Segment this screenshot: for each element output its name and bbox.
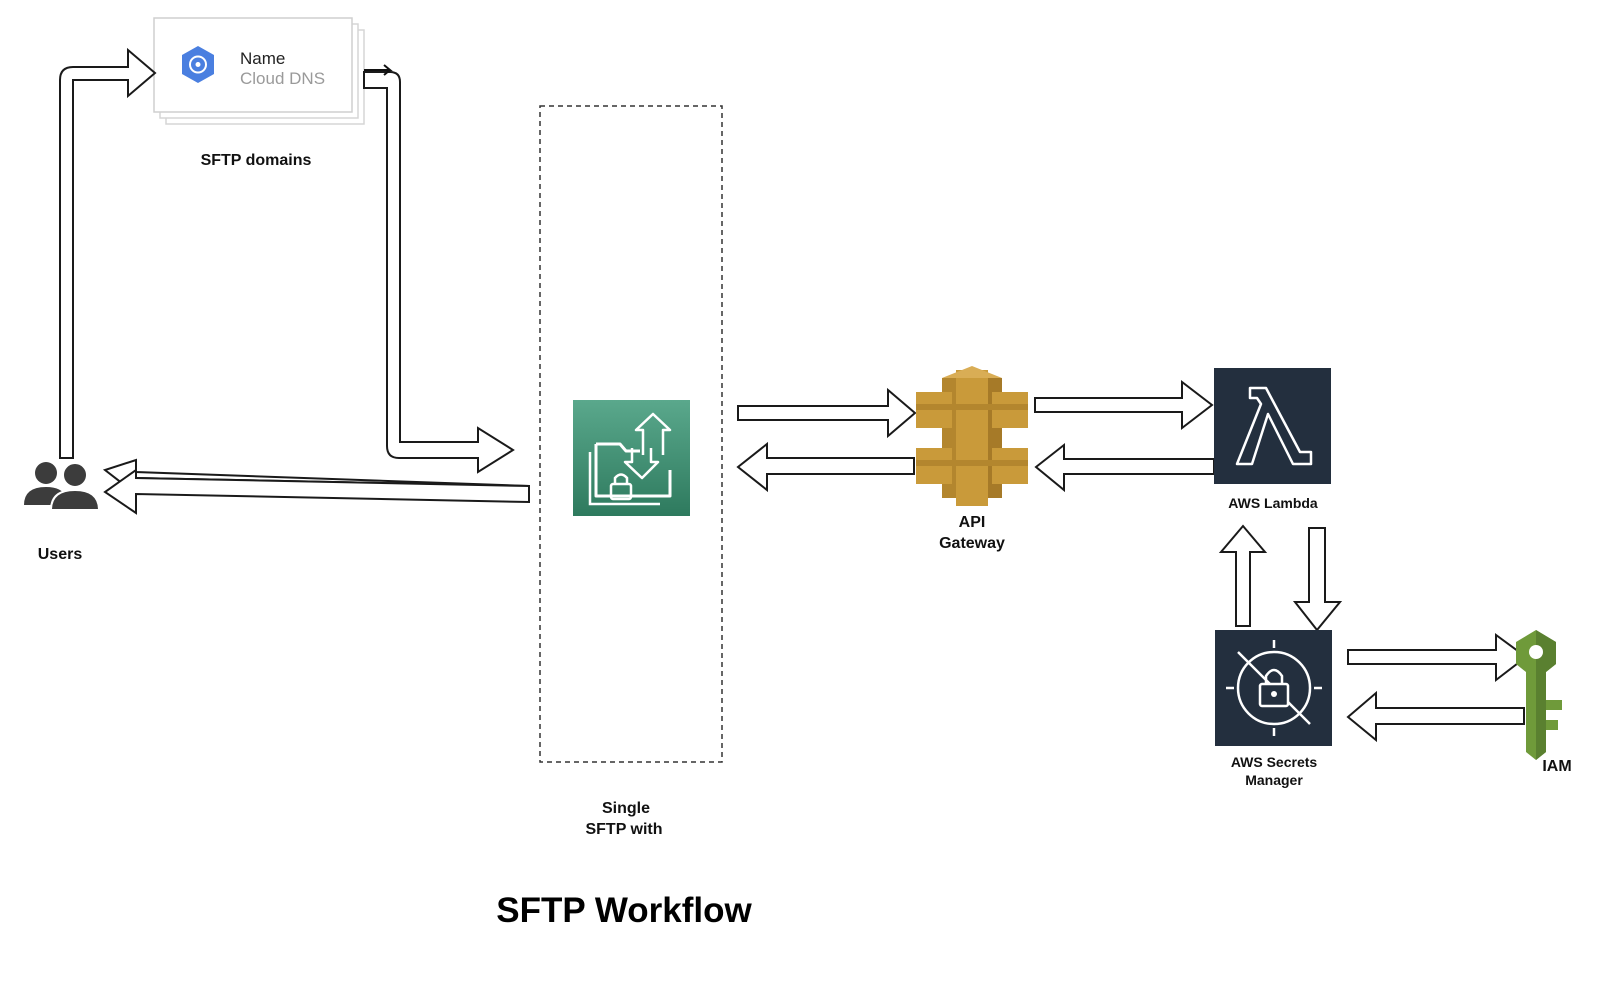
iam-key-icon[interactable] [1516, 630, 1562, 760]
transfer-label-line1: Single [602, 800, 650, 817]
dns-caption: SFTP domains [201, 152, 312, 169]
lambda-icon[interactable] [1214, 368, 1331, 484]
lambda-to-api-arrow [1034, 442, 1215, 493]
transfer-to-users-arrow-body [103, 468, 530, 515]
secrets-label-line2: Manager [1245, 772, 1303, 788]
users-to-dns-arrow [59, 47, 157, 459]
api-gateway-icon[interactable] [916, 366, 1028, 506]
diagram-title: SFTP Workflow [496, 891, 752, 930]
cloud-dns-card[interactable]: Name Cloud DNS [153, 17, 365, 125]
iam-to-secrets-arrow [1346, 690, 1525, 743]
secrets-manager-icon[interactable] [1215, 630, 1332, 746]
transfer-label-line2: SFTP with [585, 821, 662, 838]
transfer-to-api-arrow [737, 387, 917, 439]
api-to-transfer-arrow [736, 441, 915, 493]
secrets-to-iam-arrow [1347, 633, 1528, 683]
cloud-dns-name: Name [240, 49, 285, 68]
sftp-server-boundary [539, 105, 723, 763]
users-label: Users [38, 546, 83, 563]
cloud-dns-icon [182, 46, 214, 83]
dns-to-transfer-arrow [363, 71, 515, 474]
api-gateway-label-line2: Gateway [939, 535, 1005, 552]
iam-label: IAM [1542, 758, 1571, 775]
lambda-to-secrets-arrow [1292, 527, 1343, 632]
transfer-family-icon[interactable] [573, 400, 690, 516]
cloud-dns-service: Cloud DNS [240, 69, 325, 88]
api-to-lambda-arrow [1034, 379, 1214, 431]
secrets-label-line1: AWS Secrets [1231, 754, 1318, 770]
users-icon[interactable] [24, 462, 101, 511]
lambda-label: AWS Lambda [1228, 495, 1318, 511]
secrets-to-lambda-arrow [1218, 524, 1268, 627]
dns-out-tick [364, 64, 393, 76]
api-gateway-label-line1: API [959, 514, 986, 531]
